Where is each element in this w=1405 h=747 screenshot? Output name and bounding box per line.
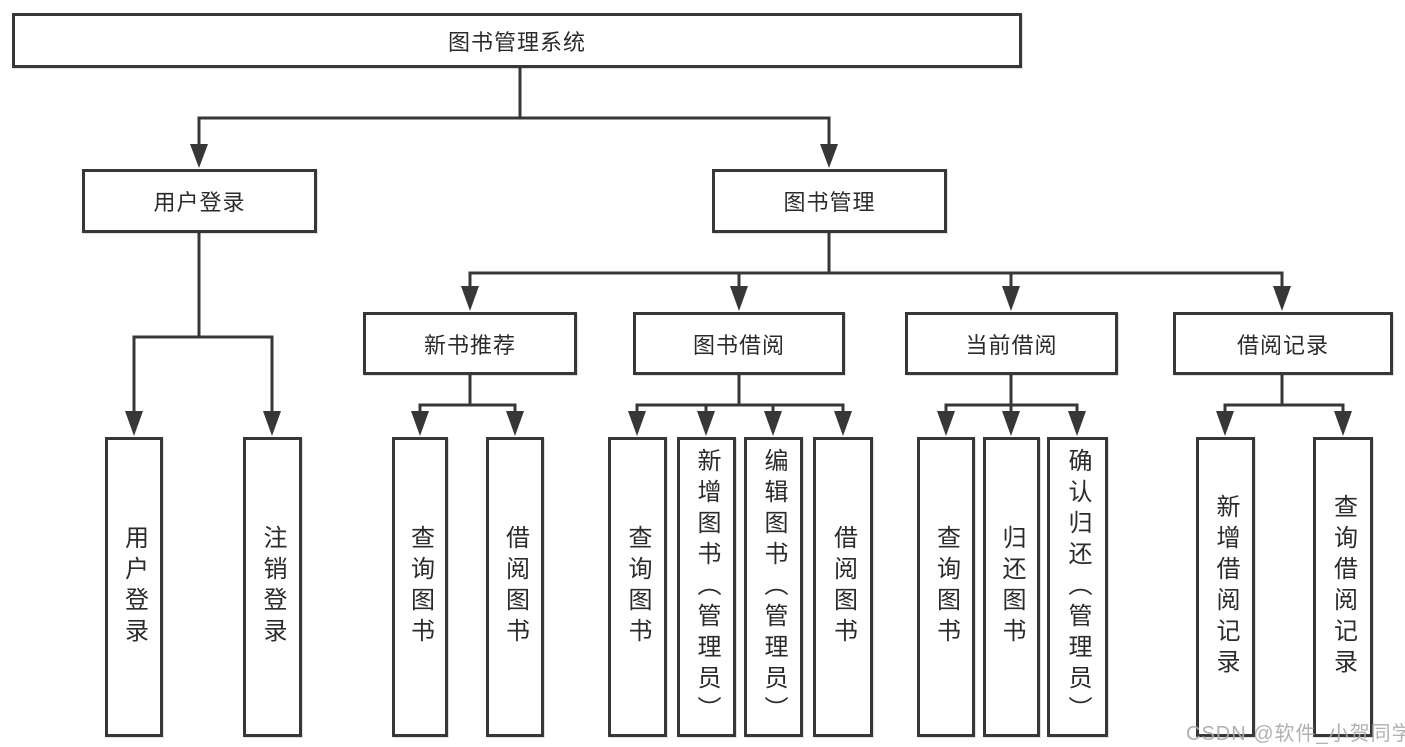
leaf-query-books-current: 查询图书 xyxy=(917,437,975,737)
leaf-logout: 注销登录 xyxy=(243,437,302,737)
node-label: 查询借阅记录 xyxy=(1329,494,1357,680)
arrowhead-icon xyxy=(1334,411,1352,436)
node-label: 查询图书 xyxy=(406,525,434,649)
node-label: 查询图书 xyxy=(932,525,960,649)
leaf-query-books-borrow: 查询图书 xyxy=(608,437,667,737)
leaf-add-borrow-record: 新增借阅记录 xyxy=(1196,437,1255,737)
arrowhead-icon xyxy=(697,411,715,436)
arrowhead-icon xyxy=(820,144,838,168)
leaf-user-login: 用户登录 xyxy=(105,437,163,737)
node-label: 确认归还（管理员） xyxy=(1064,447,1091,727)
arrowhead-icon xyxy=(1216,411,1234,436)
node-label: 借阅图书 xyxy=(501,525,529,649)
connector-new-book xyxy=(418,373,517,416)
node-label: 当前借阅 xyxy=(965,332,1058,358)
arrowhead-icon xyxy=(1002,286,1020,311)
arrowhead-icon xyxy=(1068,411,1086,436)
arrowhead-icon xyxy=(506,411,524,436)
leaf-edit-book-admin: 编辑图书（管理员） xyxy=(744,437,803,737)
node-label: 新增借阅记录 xyxy=(1212,494,1239,680)
node-label: 归还图书 xyxy=(998,525,1025,649)
arrowhead-icon xyxy=(1273,286,1291,311)
arrowhead-icon xyxy=(263,411,281,436)
arrowhead-icon xyxy=(937,411,955,436)
arrowhead-icon xyxy=(461,286,479,311)
node-label: 新书推荐 xyxy=(423,332,516,358)
leaf-confirm-return-admin: 确认归还（管理员） xyxy=(1047,437,1108,737)
node-user-login: 用户登录 xyxy=(82,169,317,233)
leaf-query-borrow-record: 查询借阅记录 xyxy=(1313,437,1373,737)
node-root: 图书管理系统 xyxy=(12,13,1022,68)
connector-root xyxy=(197,66,831,150)
connector-book-borrow xyxy=(635,373,845,416)
arrowhead-icon xyxy=(764,411,782,436)
node-label: 新增图书（管理员） xyxy=(693,447,720,727)
watermark: CSDN @软件_小贺同学 xyxy=(1186,723,1405,745)
leaf-return-books: 归还图书 xyxy=(983,437,1040,737)
node-book-borrow: 图书借阅 xyxy=(633,312,845,375)
arrowhead-icon xyxy=(628,411,646,436)
node-label: 编辑图书（管理员） xyxy=(760,447,787,727)
node-label: 图书借阅 xyxy=(692,332,785,358)
node-label: 图书管理 xyxy=(783,190,876,215)
connector-user-login xyxy=(132,231,274,416)
arrowhead-icon xyxy=(834,411,852,436)
node-label: 用户登录 xyxy=(120,525,148,649)
leaf-query-books-recommend: 查询图书 xyxy=(392,437,448,737)
arrowhead-icon xyxy=(1002,411,1020,436)
connector-book-management xyxy=(468,231,1284,292)
node-label: 用户登录 xyxy=(153,190,246,215)
connector-borrow-records xyxy=(1223,373,1345,416)
connector-current-borrow xyxy=(944,373,1079,416)
arrowhead-icon xyxy=(190,144,208,168)
leaf-borrow-books: 借阅图书 xyxy=(813,437,873,737)
arrowhead-icon xyxy=(411,411,429,436)
node-label: 注销登录 xyxy=(259,525,286,649)
node-label: 图书管理系统 xyxy=(447,29,586,55)
node-label: 查询图书 xyxy=(624,525,651,649)
node-label: 借阅记录 xyxy=(1236,332,1329,358)
leaf-borrow-books-recommend: 借阅图书 xyxy=(486,437,544,737)
node-current-borrow: 当前借阅 xyxy=(905,312,1118,375)
arrowhead-icon xyxy=(125,411,143,436)
arrowhead-icon xyxy=(730,286,748,311)
leaf-add-book-admin: 新增图书（管理员） xyxy=(677,437,736,737)
node-book-management: 图书管理 xyxy=(712,169,947,233)
node-label: 借阅图书 xyxy=(829,525,857,649)
node-new-book-recommend: 新书推荐 xyxy=(363,312,577,375)
node-borrow-records: 借阅记录 xyxy=(1173,312,1393,375)
